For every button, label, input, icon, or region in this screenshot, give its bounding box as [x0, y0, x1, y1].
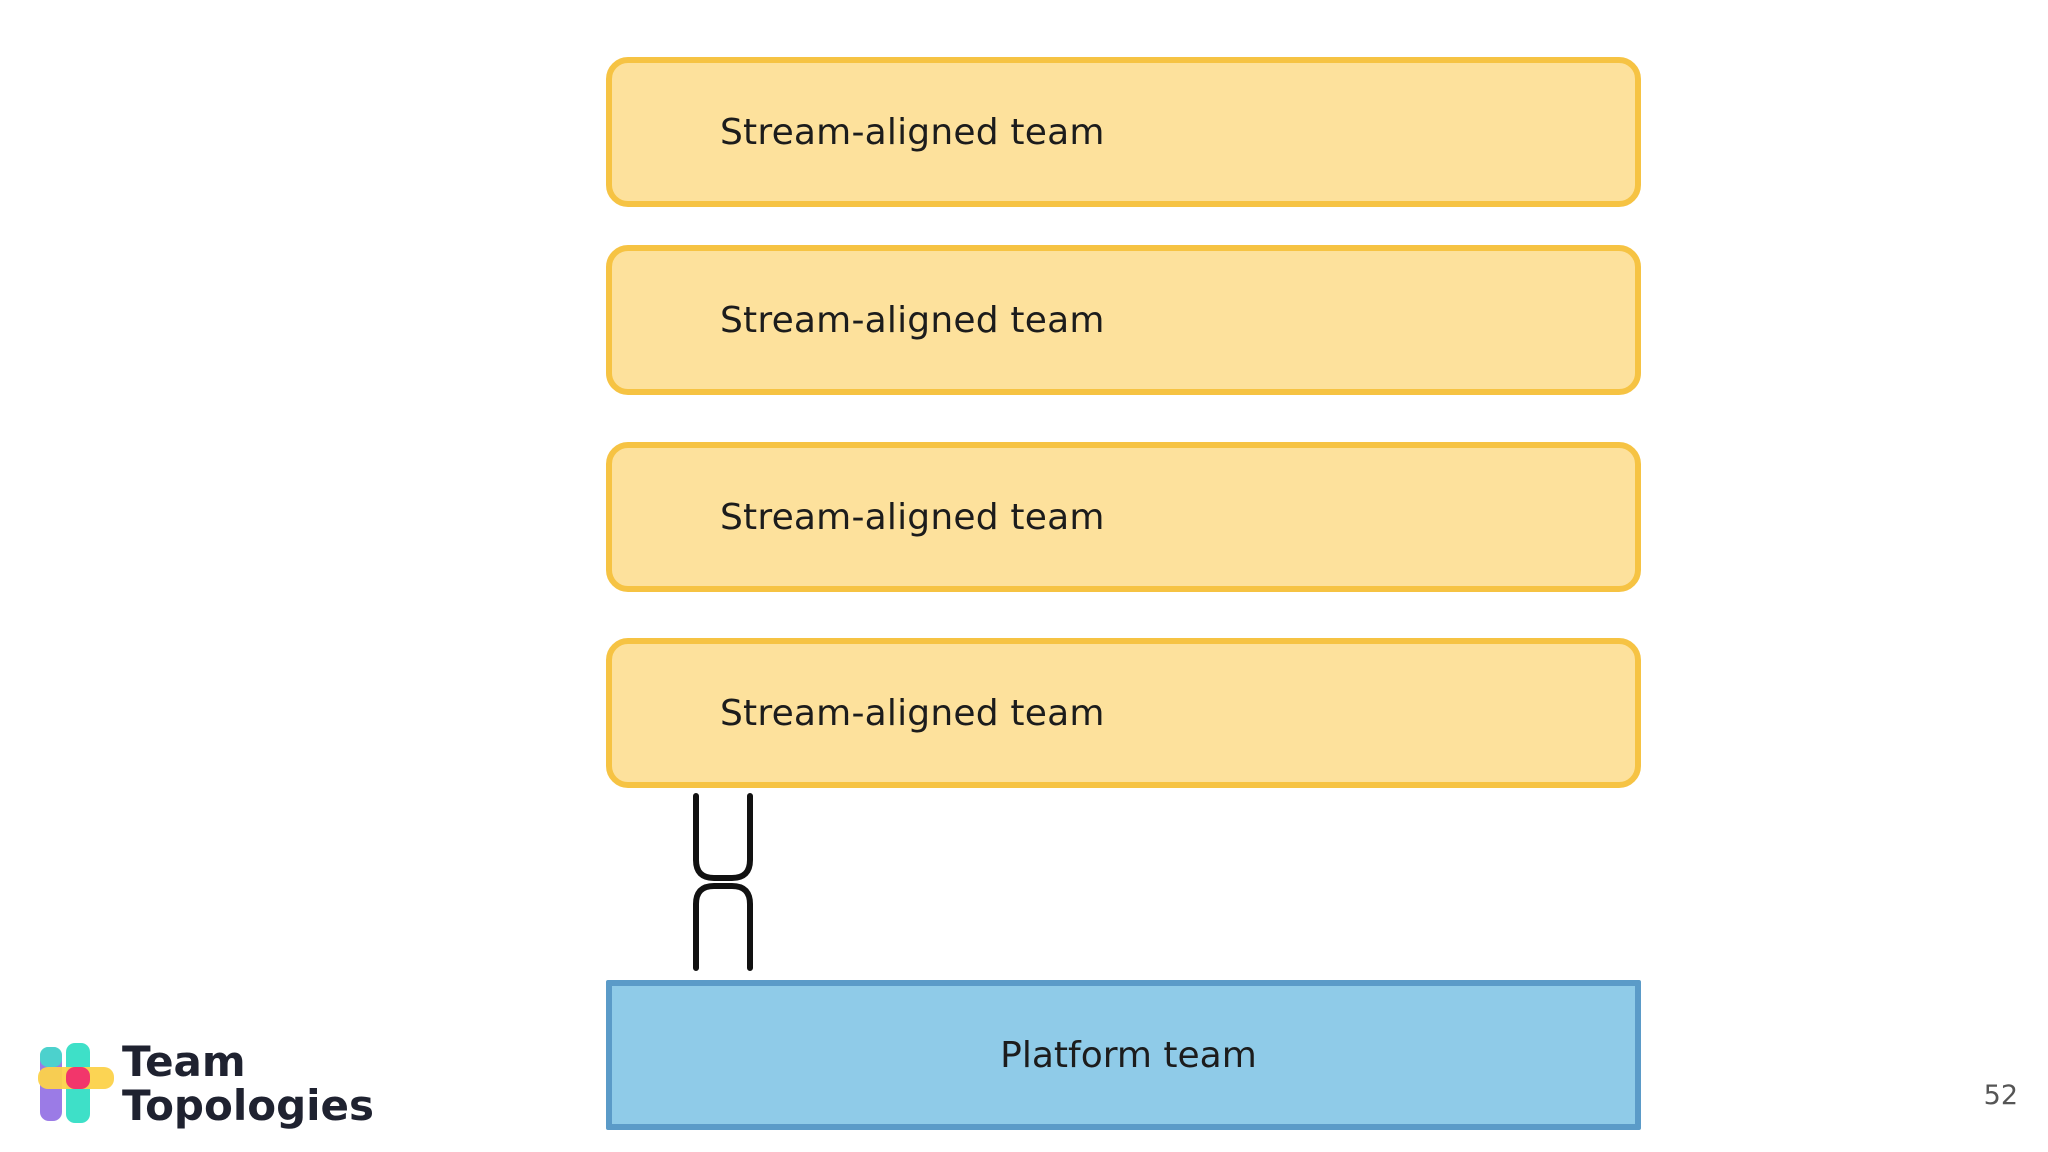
stream-aligned-team-box: Stream-aligned team	[606, 638, 1641, 788]
page-number: 52	[1983, 1080, 2018, 1111]
logo-line-2: Topologies	[122, 1081, 375, 1130]
stream-aligned-team-box: Stream-aligned team	[606, 442, 1641, 592]
stream-aligned-team-box: Stream-aligned team	[606, 245, 1641, 395]
logo-wordmark: Team Topologies	[122, 1040, 374, 1128]
team-label: Stream-aligned team	[720, 496, 1105, 538]
team-label: Stream-aligned team	[720, 299, 1105, 341]
team-topologies-logo-icon	[38, 1043, 114, 1123]
team-topologies-logo: Team Topologies	[38, 1040, 374, 1128]
logo-line-1: Team	[122, 1037, 246, 1086]
platform-team-label: Platform team	[1000, 1034, 1257, 1076]
team-label: Stream-aligned team	[720, 111, 1105, 153]
team-label: Stream-aligned team	[720, 692, 1105, 734]
platform-team-box: Platform team	[606, 980, 1641, 1130]
x-as-a-service-interaction-icon	[693, 793, 753, 971]
stream-aligned-team-box: Stream-aligned team	[606, 57, 1641, 207]
